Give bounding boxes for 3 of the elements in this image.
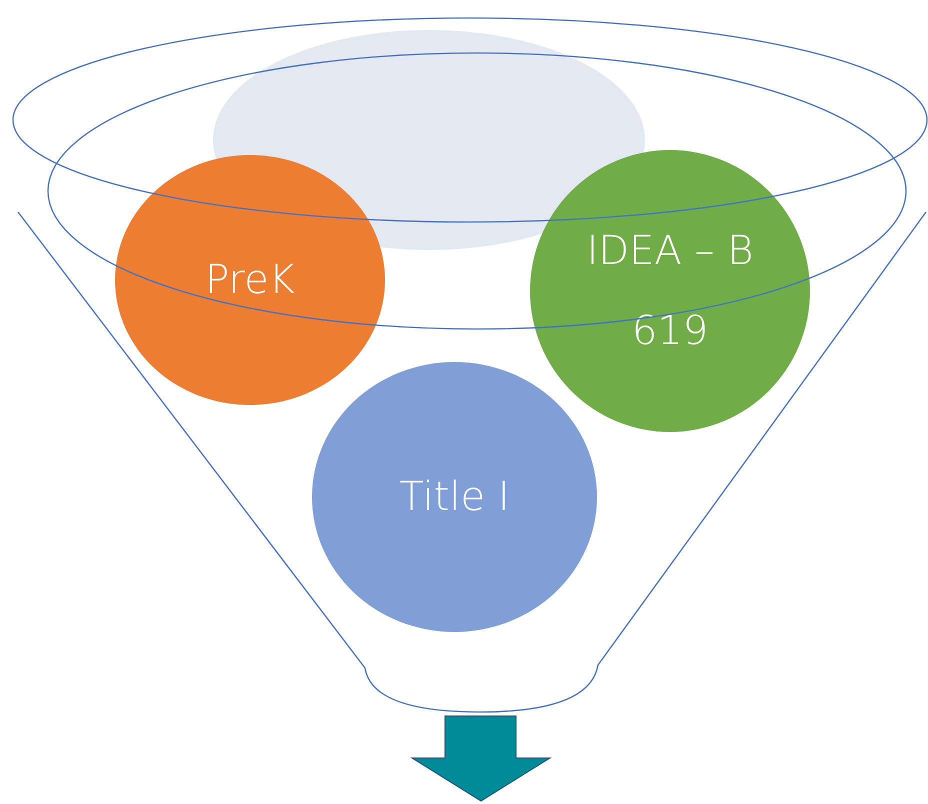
node-label: PreK: [205, 256, 295, 305]
node-label: Title I: [399, 473, 510, 522]
node-label: IDEA – B 619: [586, 227, 754, 356]
